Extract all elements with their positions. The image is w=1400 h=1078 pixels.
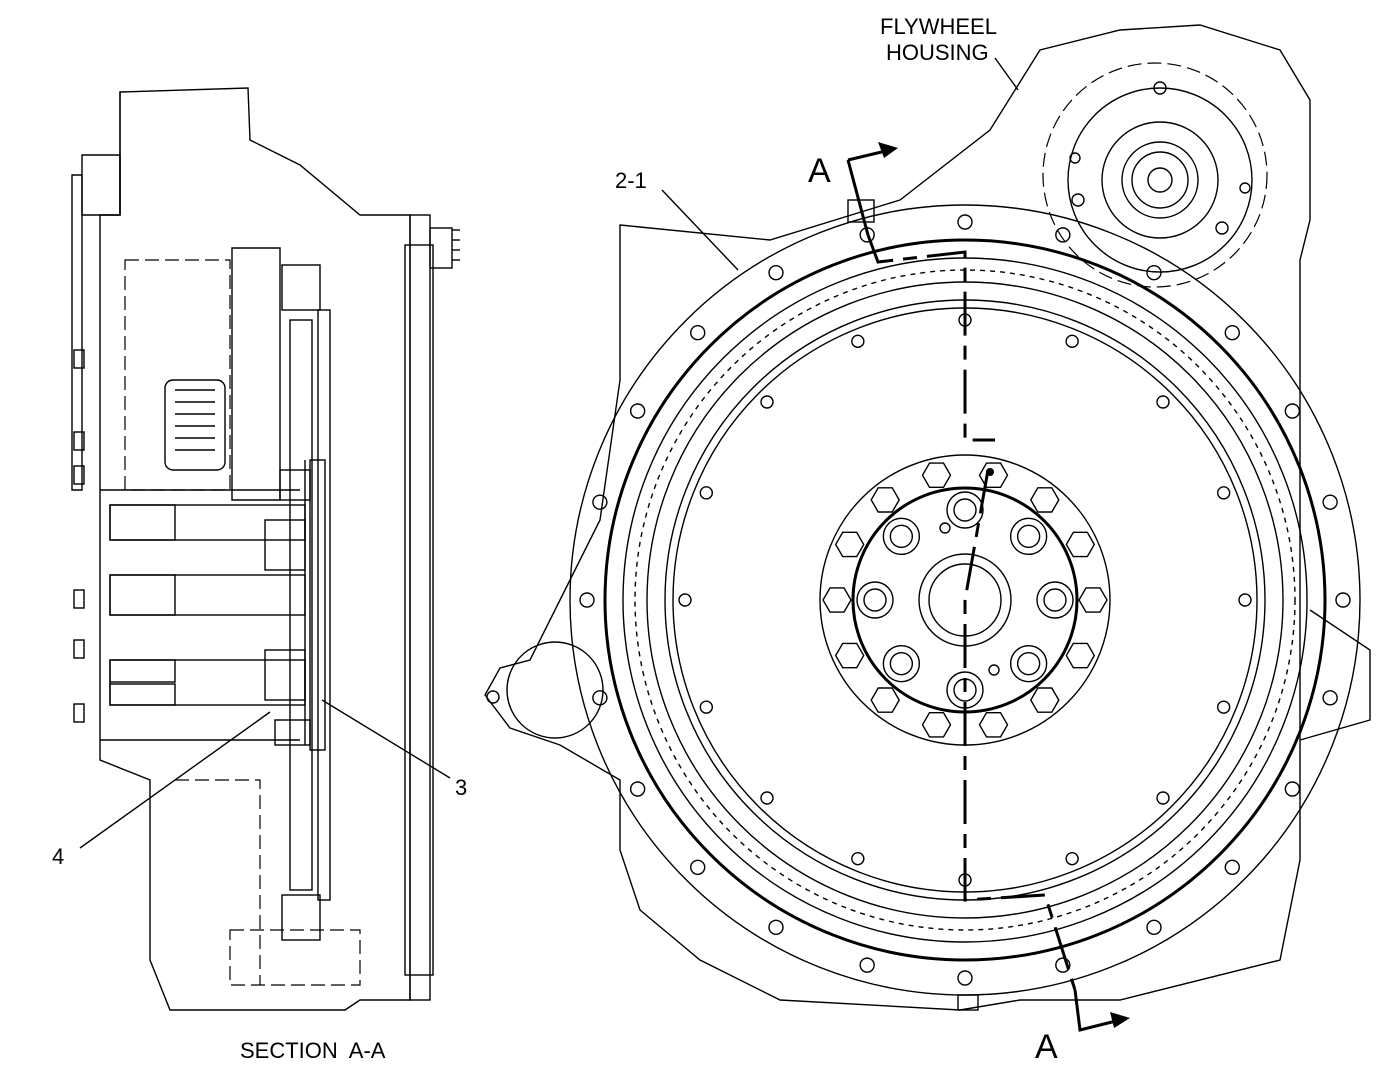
hub-socket-bolt-head: [889, 524, 914, 549]
hub-socket-bolt: [882, 517, 921, 556]
inner-bolt-hole: [1216, 700, 1231, 714]
hub-hex-bolt: [921, 462, 952, 488]
hub-socket-bolt-head: [953, 498, 977, 522]
ring-gear-teeth: [452, 229, 460, 261]
hub-hex-bolt: [1029, 487, 1060, 513]
callout-3: 3: [321, 699, 467, 800]
hub-socket-bolt: [856, 581, 894, 619]
hub-socket-bolt: [882, 644, 921, 683]
hub-hex-bolt: [834, 642, 865, 669]
hub-socket-bolt-head: [889, 651, 914, 676]
flywheel-housing-label-2: HOUSING: [886, 40, 989, 65]
rim-bolt-hole: [1146, 919, 1162, 936]
hub-hex-bolt: [1029, 687, 1060, 713]
hub-socket-bolt-head: [1043, 588, 1067, 612]
hub-hex-bolt: [1078, 587, 1108, 613]
rim-bolt-hole: [957, 214, 973, 230]
callout-4: 4: [52, 711, 271, 869]
inner-bolt-hole: [1065, 334, 1079, 349]
inner-bolt-hole: [1065, 851, 1079, 866]
rim-bolt-holes: [579, 214, 1351, 986]
rim-bolt-hole: [1322, 690, 1338, 706]
rim-bolt-hole: [1224, 325, 1240, 341]
rim-bolt-hole: [629, 403, 646, 419]
rim-bolt-hole: [1322, 494, 1338, 510]
rim-bolt-hole: [859, 957, 875, 973]
section-view: [71, 87, 460, 1011]
rim-bolt-hole: [1055, 957, 1071, 973]
hub-hex-bolt: [978, 462, 1009, 488]
section-cut-line: [866, 234, 1077, 991]
hub-hex-bolt: [834, 531, 865, 558]
rim-bolt-hole: [1335, 592, 1351, 608]
rim-bolt-hole: [1224, 859, 1240, 875]
hub-hex-bolt: [921, 712, 952, 738]
inner-bolt-hole: [699, 486, 714, 500]
rim-bolt-hole: [957, 970, 973, 986]
front-view: [484, 24, 1371, 1032]
rim-bolt-hole: [629, 781, 646, 797]
hub-hex-bolt: [1065, 531, 1096, 558]
hub-socket-bolt: [1009, 517, 1048, 556]
hub-hex-bolt: [870, 687, 901, 713]
crank-bolts: [109, 504, 306, 706]
inner-bolt-hole: [851, 851, 865, 866]
section-marker-bottom: A: [1035, 1028, 1058, 1066]
rim-bolt-hole: [592, 494, 608, 510]
rim-bolt-hole: [1055, 227, 1071, 243]
rim-bolt-hole: [690, 859, 706, 875]
inner-bolt-hole: [851, 334, 865, 349]
inner-bolt-hole: [1238, 593, 1252, 607]
rim-bolt-hole: [768, 919, 784, 936]
rim-bolt-hole: [1146, 264, 1162, 281]
inner-bolt-hole: [1216, 486, 1231, 500]
flywheel-housing-label-1: FLYWHEEL: [880, 14, 997, 39]
hub-socket-bolt: [946, 491, 984, 529]
callout-2-1-label: 2-1: [615, 168, 647, 193]
section-marker-top: A: [808, 152, 831, 190]
inner-bolt-hole: [1156, 395, 1170, 409]
rim-bolt-hole: [579, 592, 595, 608]
inner-bolt-hole: [760, 791, 774, 805]
hub-hex-bolt: [870, 487, 901, 513]
hub-hex-bolt: [978, 712, 1009, 738]
hub-hex-bolt: [822, 587, 852, 613]
callout-3-label: 3: [455, 775, 467, 800]
hub-hex-bolt: [1065, 642, 1096, 669]
rim-bolt-hole: [1284, 781, 1301, 797]
pinion-gear: [175, 389, 215, 451]
hub-socket-bolt-head: [863, 588, 887, 612]
inner-bolt-hole: [699, 700, 714, 714]
side-bolts: [73, 349, 85, 723]
hub-socket-bolt-head: [1016, 524, 1041, 549]
inner-bolt-hole: [760, 395, 774, 409]
inner-bolt-hole: [1156, 791, 1170, 805]
hub-socket-bolt-head: [1016, 651, 1041, 676]
inner-bolt-hole: [678, 593, 692, 607]
callout-4-label: 4: [52, 844, 64, 869]
rim-bolt-hole: [592, 690, 608, 706]
rim-bolt-hole: [690, 325, 706, 341]
rim-bolt-hole: [1284, 403, 1301, 419]
hub-socket-bolt: [1036, 581, 1074, 619]
section-title: SECTION A-A: [240, 1038, 386, 1063]
hub-socket-bolt: [1009, 644, 1048, 683]
hub-hex-bolts: [822, 462, 1108, 738]
rim-bolt-hole: [768, 264, 784, 281]
